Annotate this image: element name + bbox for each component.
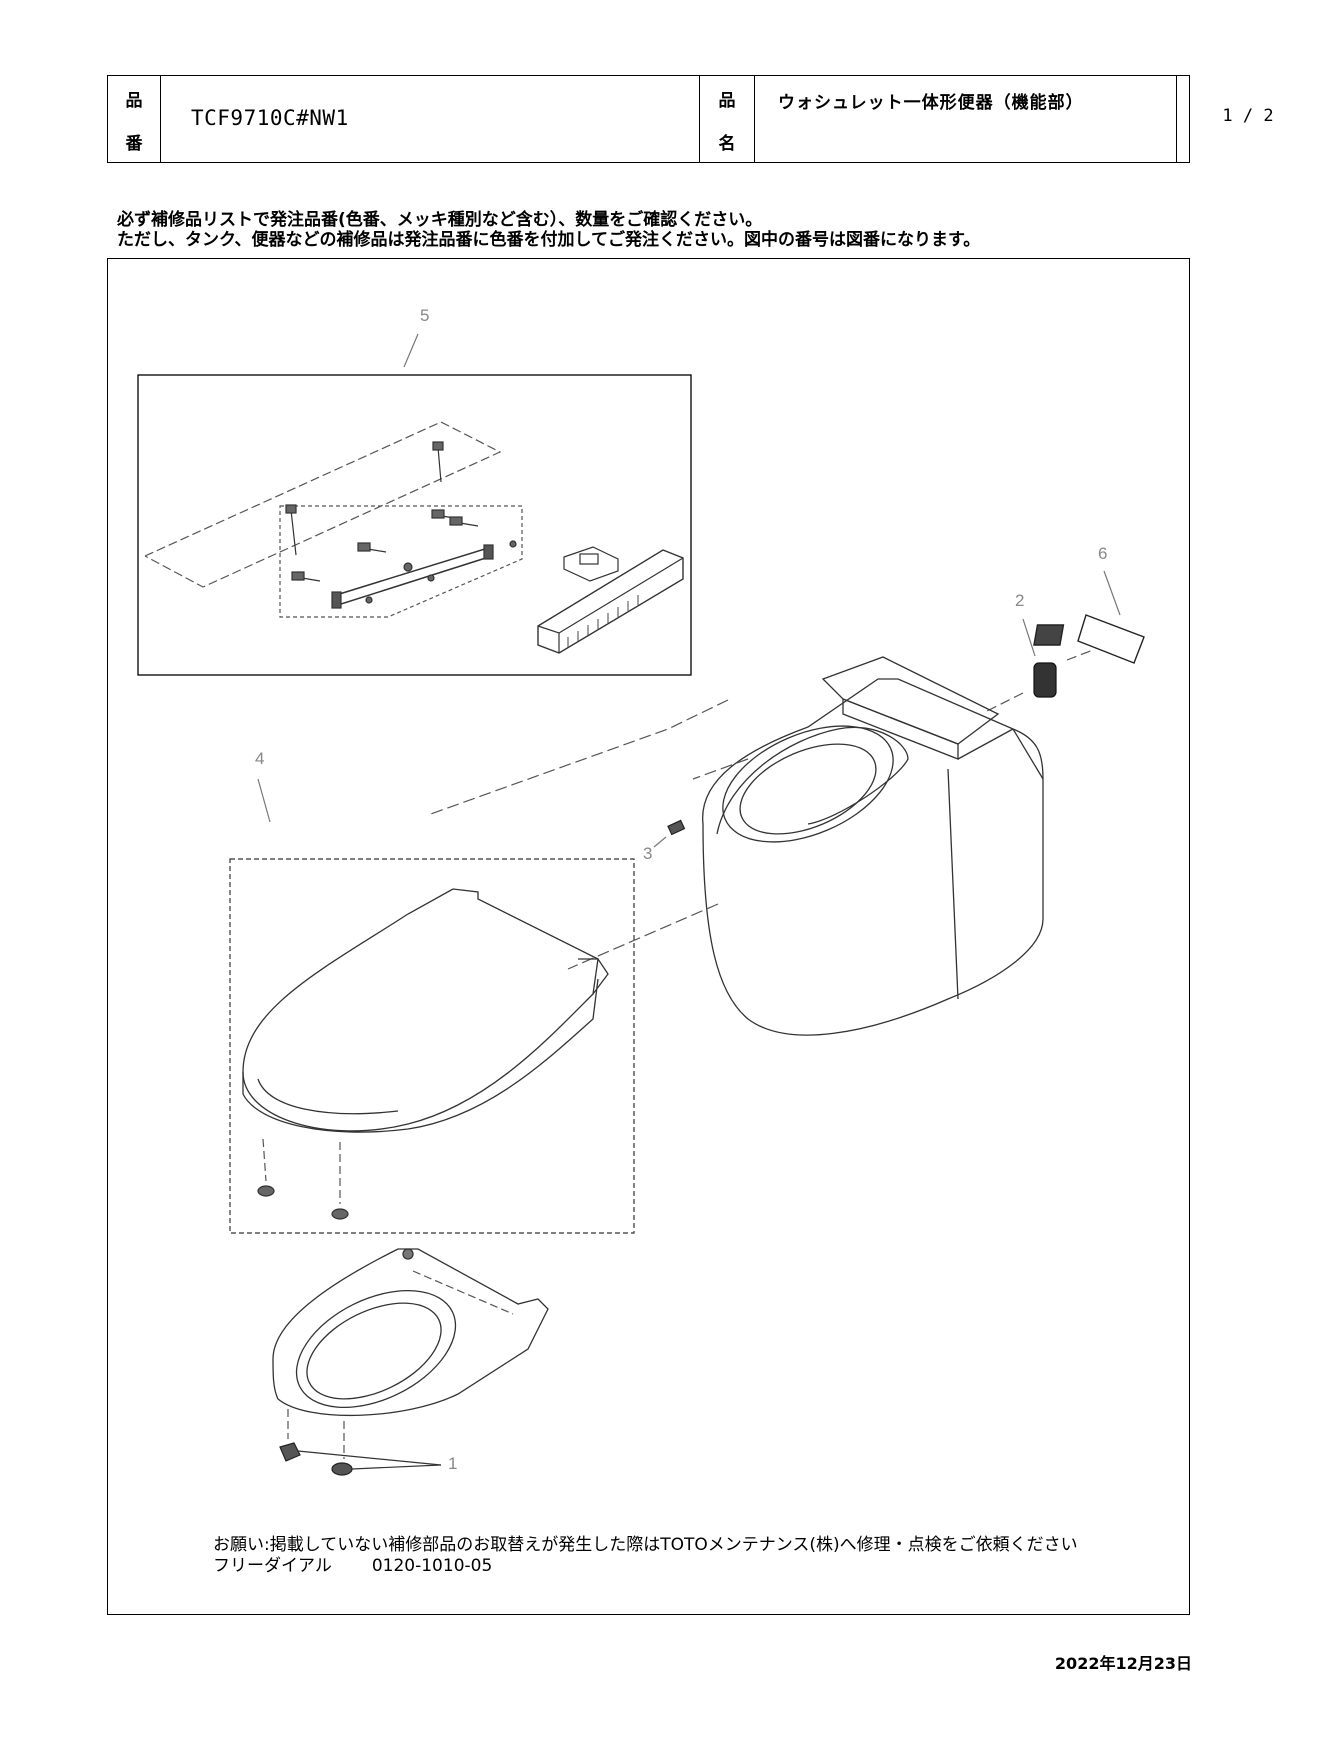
product-name-label-cell: 品 名: [700, 76, 755, 162]
leader-2: [1022, 618, 1036, 657]
part-number-label-cell: 品 番: [108, 76, 161, 162]
note-line-1: 必ず補修品リストで発注品番(色番、メッキ種別など含む）、数量をご確認ください。: [117, 210, 763, 230]
free-dial-number: 0120-1010-05: [371, 1556, 493, 1576]
part-number: TCF9710C#NW1: [191, 106, 349, 130]
header-table: 品 番 TCF9710C#NW1 品 名 ウォシュレット一体形便器（機能部） 1…: [107, 75, 1274, 163]
part-6-remote-holder: [1033, 614, 1145, 664]
note-line-2: ただし、タンク、便器などの補修品は発注品番に色番を付加してご発注ください。図中の…: [117, 230, 981, 250]
free-dial-label: フリーダイアル: [213, 1556, 332, 1576]
leader-4: [257, 778, 271, 823]
exploded-diagram: 5: [137, 306, 1145, 1476]
part-3-nozzle-part: [667, 819, 686, 836]
callout-5: 5: [420, 306, 429, 325]
lid-bumpers: [257, 1185, 349, 1220]
callout-6: 6: [1098, 544, 1107, 563]
instruction-notes: 必ず補修品リストで発注品番(色番、メッキ種別など含む）、数量をご確認ください。 …: [117, 210, 980, 250]
callout-3: 3: [643, 844, 652, 863]
callout-2: 2: [1015, 591, 1024, 610]
service-request-text: お願い:掲載していない補修部品のお取替えが発生した際はTOTOメンテナンス(株)…: [213, 1535, 1078, 1555]
product-name: ウォシュレット一体形便器（機能部）: [778, 93, 1084, 113]
product-name-label-1: 品: [718, 91, 736, 111]
page-number: 1 / 2: [1222, 106, 1274, 126]
document-date: 2022年12月23日: [1054, 1654, 1192, 1673]
free-dial-line: フリーダイアル 0120-1010-05: [213, 1556, 1078, 1577]
product-name-label-2: 名: [718, 134, 736, 154]
leader-5: [403, 333, 419, 368]
part-number-label-1: 品: [125, 91, 143, 111]
callout-4: 4: [255, 749, 264, 768]
part-1-seat-bumpers: [279, 1442, 353, 1476]
inset-box-4: [229, 858, 635, 1234]
inset-box-5: [137, 374, 692, 676]
part-number-label-2: 番: [125, 134, 143, 154]
mounting-kit-drawing: [144, 421, 684, 654]
page-number-cell: 1 / 2: [1177, 76, 1319, 162]
part-4-lid: [242, 888, 609, 1133]
toilet-body: [702, 656, 1044, 1036]
leader-6: [1103, 570, 1121, 616]
part-number-cell: TCF9710C#NW1: [161, 76, 700, 162]
part-2-filter: [1033, 662, 1057, 698]
toilet-seat: [272, 1248, 549, 1417]
exploded-diagram-frame: 5: [107, 258, 1190, 1615]
product-name-cell: ウォシュレット一体形便器（機能部）: [755, 76, 1177, 162]
callout-1: 1: [448, 1454, 457, 1473]
footer-note: お願い:掲載していない補修部品のお取替えが発生した際はTOTOメンテナンス(株)…: [213, 1535, 1078, 1577]
